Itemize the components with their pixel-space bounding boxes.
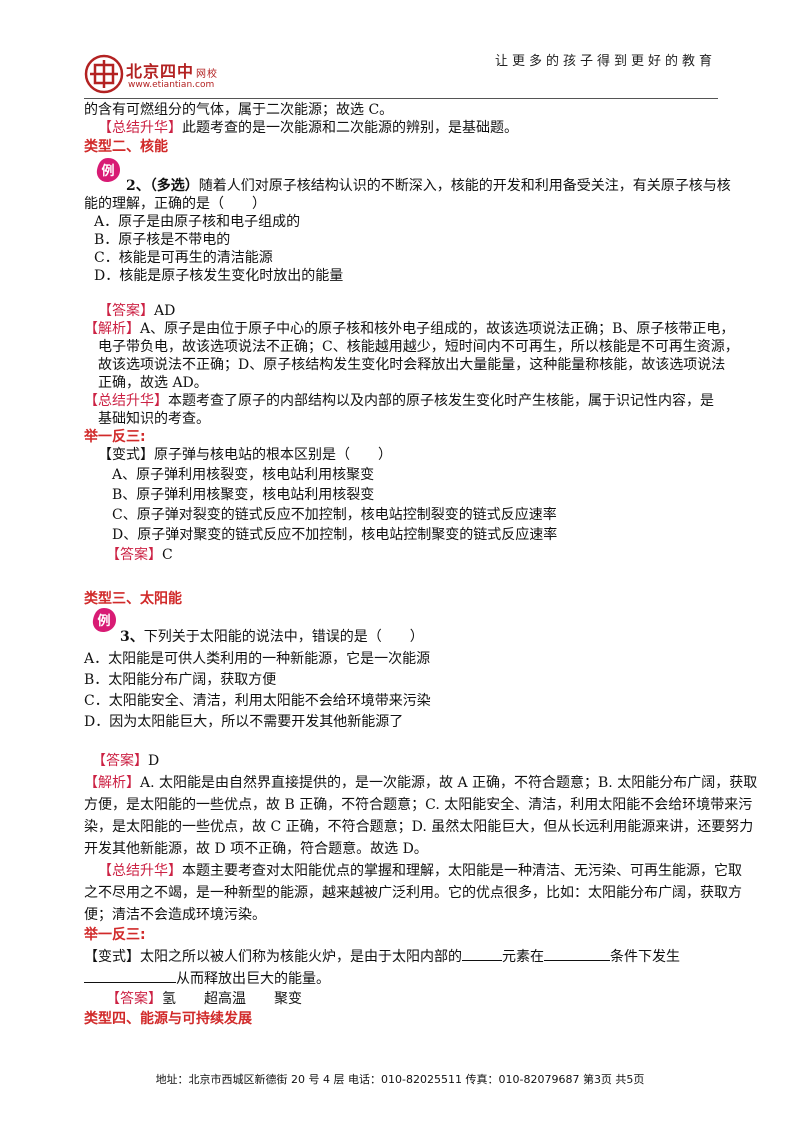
v2-stem: 【变式】原子弹与核电站的根本区别是（ ） — [98, 447, 392, 463]
section-title-type2: 类型二、核能 — [84, 139, 168, 155]
q2-analysis-line2: 电子带负电，故该选项说法不正确；C、核能越用越少，短时间内不可再生，所以核能是不… — [98, 339, 739, 355]
example-badge-icon: 例 — [96, 158, 120, 182]
q3-summary-line1: 【总结升华】本题主要考查对太阳能优点的掌握和理解，太阳能是一种清洁、无污染、可再… — [98, 863, 742, 879]
q3-option-a: A．太阳能是可供人类利用的一种新能源，它是一次能源 — [84, 651, 431, 667]
slogan: 让更多的孩子得到更好的教育 — [494, 54, 716, 69]
q3-analysis-line1: 【解析】A. 太阳能是由自然界直接提供的，是一次能源，故 A 正确，不符合题意；… — [84, 775, 758, 791]
q3-summary-line2: 之不尽用之不竭，是一种新型的能源，越来越被广泛利用。它的优点很多，比如：太阳能分… — [84, 885, 742, 901]
q2-analysis-line4: 正确，故选 AD。 — [98, 375, 208, 391]
svg-text:例: 例 — [101, 163, 114, 179]
section-title-type4: 类型四、能源与可持续发展 — [84, 1011, 252, 1027]
q3-analysis-line4: 开发其他新能源，故 D 项不正确，符合题意。故选 D。 — [84, 841, 428, 857]
q2-option-b: B．原子核是不带电的 — [94, 232, 231, 248]
q2-stem-line2: 能的理解，正确的是（ ） — [84, 196, 266, 212]
q3-analysis-line2: 方便，是太阳能的一些优点，故 B 正确，不符合题意；C. 太阳能安全、清洁，利用… — [84, 797, 753, 813]
q3-option-c: C．太阳能安全、清洁，利用太阳能不会给环境带来污染 — [84, 693, 431, 709]
header-divider — [84, 98, 718, 99]
q2-option-d: D．核能是原子核发生变化时放出的能量 — [94, 268, 344, 284]
q2-answer: 【答案】AD — [98, 303, 176, 319]
page-header: 北京四中网校 www.etiantian.com 让更多的孩子得到更好的教育 — [84, 40, 716, 102]
q3-option-d: D．因为太阳能巨大，所以不需要开发其他新能源了 — [84, 714, 404, 730]
practice-label-2: 举一反三: — [84, 927, 146, 943]
school-logo-icon — [84, 54, 124, 94]
site-url: www.etiantian.com — [128, 80, 215, 90]
v3-answer: 【答案】氢 超高温 聚变 — [106, 991, 302, 1007]
v2-option-b: B、原子弹利用核聚变，核电站利用核裂变 — [112, 487, 375, 503]
practice-label-1: 举一反三: — [84, 429, 146, 445]
q2-option-c: C．核能是可再生的清洁能源 — [94, 250, 273, 266]
q2-option-a: A．原子是由原子核和电子组成的 — [94, 214, 301, 230]
q2-analysis-line1: 【解析】A、原子是由位于原子中心的原子核和核外电子组成的，故该选项说法正确；B、… — [84, 321, 735, 337]
q3-stem: 3、下列关于太阳能的说法中，错误的是（ ） — [120, 629, 424, 645]
v3-stem-line1: 【变式】太阳之所以被人们称为核能火炉，是由于太阳内部的元素在条件下发生 — [84, 946, 680, 966]
prev-summary: 【总结升华】此题考查的是一次能源和二次能源的辨别，是基础题。 — [98, 120, 518, 136]
v2-option-c: C、原子弹对裂变的链式反应不加控制，核电站控制裂变的链式反应速率 — [112, 507, 557, 523]
section-title-type3: 类型三、太阳能 — [84, 591, 182, 607]
q3-answer: 【答案】D — [92, 753, 160, 769]
q2-summary-line2: 基础知识的考查。 — [98, 411, 210, 427]
v2-answer: 【答案】C — [106, 547, 173, 563]
v2-option-a: A、原子弹利用核裂变，核电站利用核聚变 — [112, 467, 375, 483]
blank-3[interactable] — [84, 968, 176, 983]
q2-stem-line1: 2、（多选）随着人们对原子核结构认识的不断深入，核能的开发和利用备受关注，有关原… — [126, 178, 731, 194]
example-badge-icon: 例 — [92, 608, 116, 632]
brand-name: 北京四中网校 — [126, 62, 219, 81]
v3-stem-line2: 从而释放出巨大的能量。 — [84, 968, 330, 988]
blank-1[interactable] — [462, 946, 502, 961]
q3-analysis-line3: 染，是太阳能的一些优点，故 C 正确，不符合题意；D. 虽然太阳能巨大，但从长远… — [84, 819, 754, 835]
svg-text:例: 例 — [97, 613, 110, 629]
prev-tail: 的含有可燃组分的气体，属于二次能源；故选 C。 — [84, 102, 394, 118]
blank-2[interactable] — [544, 946, 610, 961]
page-footer: 地址：北京市西城区新德街 20 号 4 层 电话：010-82025511 传真… — [155, 1073, 645, 1086]
q2-analysis-line3: 故该选项说法不正确；D、原子核结构发生变化时会释放出大量能量，这种能量称核能，故… — [98, 357, 726, 373]
v2-option-d: D、原子弹对聚变的链式反应不加控制，核电站控制聚变的链式反应速率 — [112, 527, 558, 543]
q3-summary-line3: 便；清洁不会造成环境污染。 — [84, 907, 266, 923]
q2-summary-line1: 【总结升华】本题考查了原子的内部结构以及内部的原子核发生变化时产生核能，属于识记… — [84, 393, 714, 409]
q3-option-b: B．太阳能分布广阔，获取方便 — [84, 672, 277, 688]
